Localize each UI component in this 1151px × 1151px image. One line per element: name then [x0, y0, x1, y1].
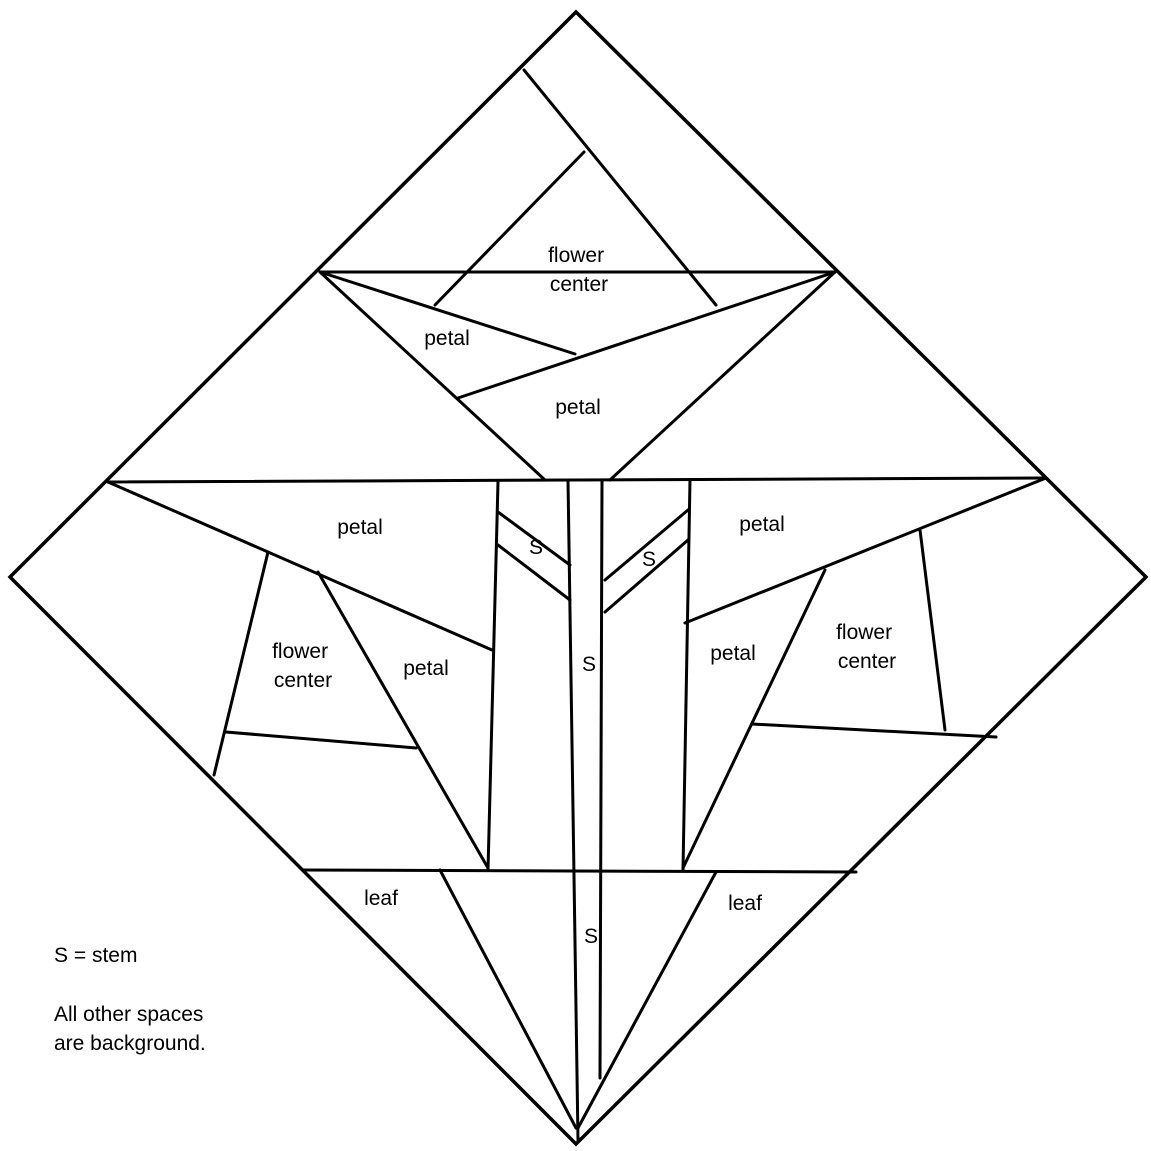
stem-strip-left-edge: [488, 482, 498, 870]
right-flower-center-line2: center: [838, 650, 896, 673]
left-center-bottom-seam: [226, 732, 416, 748]
outer-diamond: [10, 12, 1146, 1144]
stem-center-label: S: [582, 653, 596, 676]
right-flower-seams: [683, 478, 1046, 868]
right-flower-center-line1: flower: [836, 621, 892, 644]
legend-note: All other spaces are background.: [54, 1003, 209, 1055]
left-petal-lower-seam: [318, 572, 488, 868]
stem-right-label: S: [642, 548, 656, 571]
right-petal-upper-label: petal: [739, 513, 785, 536]
right-petal-upper-seam: [685, 478, 1046, 623]
large-petal-right-seam: [610, 272, 835, 480]
legend-stem-key: S = stem: [54, 944, 137, 967]
top-flower-center-line1: flower: [548, 244, 604, 267]
top-flower-center-label: flower center: [548, 244, 610, 296]
middle-horizontal-seam: [108, 478, 1046, 482]
right-flower-center-label: flower center: [836, 621, 898, 673]
right-leaf-seam: [578, 872, 716, 1128]
top-petal-large-label: petal: [555, 396, 601, 419]
top-seam-diagonal: [524, 70, 716, 305]
right-center-right-seam: [920, 530, 945, 730]
leaf-left-label: leaf: [364, 887, 398, 910]
legend-note-line1: All other spaces: [54, 1003, 203, 1026]
stem-bottom-label: S: [584, 925, 598, 948]
stem-left-label: S: [529, 536, 543, 559]
left-flower-center-line1: flower: [272, 640, 328, 663]
left-flower-center-label: flower center: [272, 640, 334, 692]
left-petal-upper-label: petal: [337, 516, 383, 539]
stem-strip-seams: [488, 480, 690, 1140]
left-petal-upper-seam: [108, 482, 492, 650]
right-center-bottom-seam: [752, 724, 996, 737]
left-center-left-seam: [214, 552, 268, 775]
legend-note-line2: are background.: [54, 1032, 206, 1055]
stem-strip-right-edge: [683, 480, 690, 870]
left-petal-lower-label: petal: [403, 657, 449, 680]
right-petal-lower-label: petal: [710, 642, 756, 665]
top-flower-center-line2: center: [550, 273, 608, 296]
leaf-horizontal-seam: [303, 870, 856, 872]
stem-center-right-edge: [600, 480, 602, 1078]
left-leaf-seam: [440, 870, 576, 1128]
left-flower-center-line2: center: [274, 669, 332, 692]
top-petal-small-label: petal: [424, 327, 470, 350]
stem-center-left-edge: [568, 480, 578, 1140]
leaf-right-label: leaf: [728, 892, 762, 915]
small-petal-bottom-seam: [320, 272, 545, 480]
